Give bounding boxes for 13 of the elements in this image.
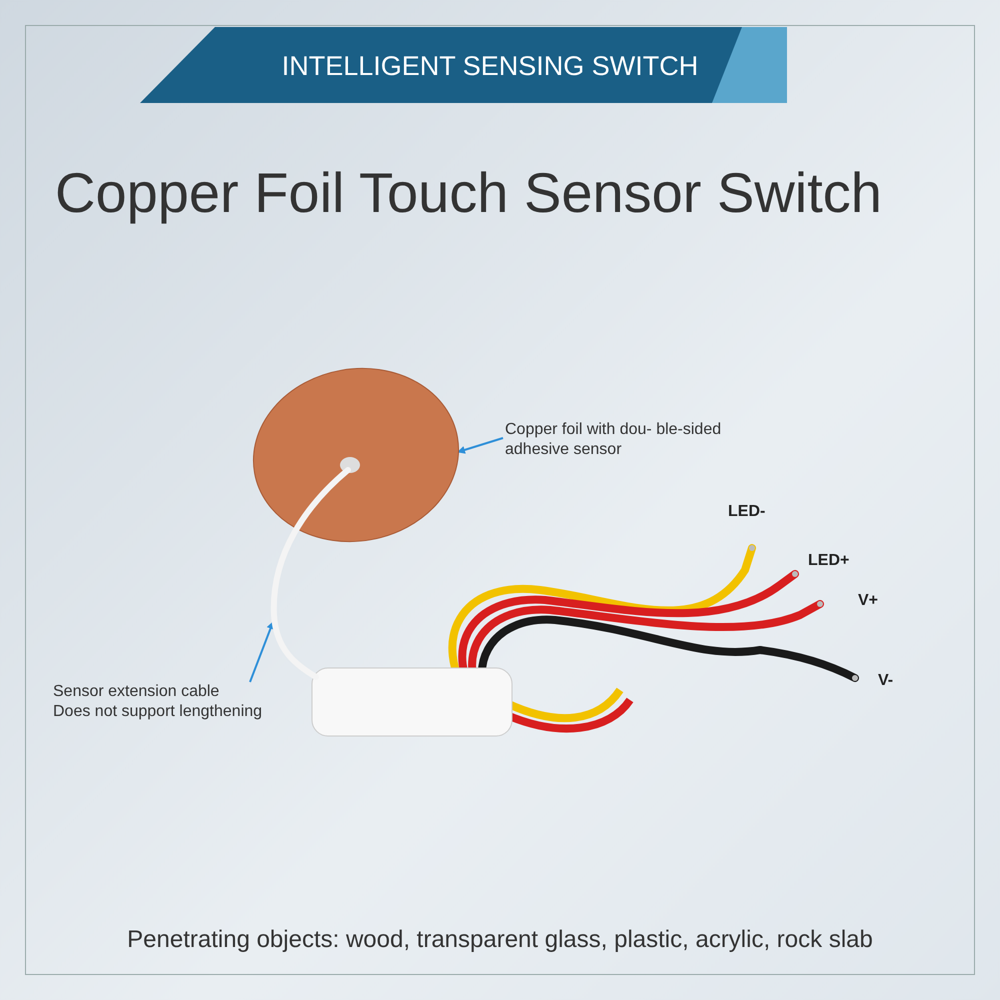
callout-text: Does not support lengthening (53, 702, 264, 722)
wire-label: LED+ (808, 552, 850, 570)
wire-label: LED- (728, 503, 766, 521)
callout-text: Sensor extension cable (53, 682, 220, 702)
banner-title: INTELLIGENT SENSING SWITCH (280, 50, 700, 83)
wire-label: V+ (858, 592, 878, 610)
leader-line (249, 621, 274, 682)
callout-text: Copper foil with dou- ble-sided adhesive sensor (505, 420, 722, 460)
leader-line (457, 437, 504, 454)
page-title: Copper Foil Touch Sensor Switch (55, 160, 882, 225)
wire-label: V- (878, 672, 894, 690)
caption-text: Penetrating objects: wood, transparent glass, plastic, acrylic, rock slab (126, 926, 874, 954)
copper-foil-disc (250, 365, 462, 545)
